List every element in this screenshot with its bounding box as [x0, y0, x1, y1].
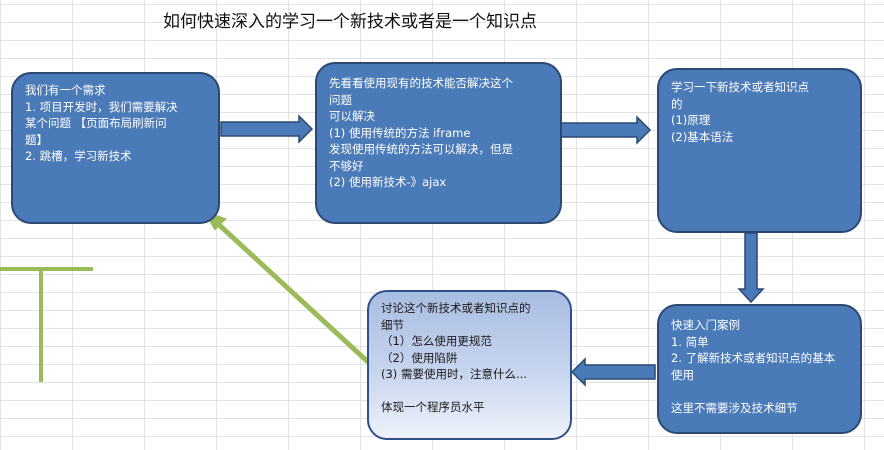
details-line-7: 体现一个程序员水平 [381, 400, 485, 414]
existing-line-6: 不够好 [329, 158, 364, 173]
learn-line-2: 的 [671, 96, 683, 111]
quickstart-line-3: 2. 了解新技术或者知识点的基本 [671, 351, 836, 365]
existing-line-5: 发现使用传统的方法可以解决，但是 [329, 142, 513, 156]
details-line-5: (3) 需要使用时，注意什么... [381, 367, 527, 381]
need-line-4: 题】 [25, 132, 48, 147]
learn-line-1: 学习一下新技术或者知识点 [671, 80, 809, 94]
learn-line-4: (2)基本语法 [671, 129, 734, 144]
learn-line-3: (1)原理 [671, 113, 711, 127]
learn-box: 学习一下新技术或者知识点 的 (1)原理 (2)基本语法 [657, 68, 862, 233]
existing-line-7: (2) 使用新技术-》ajax [329, 175, 447, 189]
need-line-3: 某个问题 【页面布局刷新问 [25, 116, 167, 130]
details-line-6 [381, 383, 558, 400]
details-line-4: （2）使用陷阱 [381, 350, 458, 365]
existing-tech-box: 先看看使用现有的技术能否解决这个 问题 可以解决 (1) 使用传统的方法 ifr… [315, 62, 562, 224]
need-line-5: 2. 跳槽，学习新技术 [25, 149, 132, 163]
need-line-1: 我们有一个需求 [25, 83, 106, 97]
quickstart-line-4: 使用 [671, 367, 694, 382]
feedback-arrow-shaft [214, 220, 370, 364]
quickstart-line-6: 这里不需要涉及技术细节 [671, 400, 798, 415]
page-title: 如何快速深入的学习一个新技术或者是一个知识点 [163, 12, 537, 32]
existing-line-3: 可以解决 [329, 109, 375, 123]
quickstart-line-5 [671, 383, 848, 400]
quickstart-line-2: 1. 简单 [671, 334, 709, 349]
arrow-learn-to-quickstart [737, 232, 765, 304]
details-box: 讨论这个新技术或者知识点的 细节 （1）怎么使用更规范 （2）使用陷阱 (3) … [367, 290, 572, 440]
quickstart-box: 快速入门案例 1. 简单 2. 了解新技术或者知识点的基本 使用 这里不需要涉及… [657, 304, 862, 434]
existing-line-2: 问题 [329, 92, 352, 107]
details-line-3: （1）怎么使用更规范 [381, 334, 492, 348]
details-line-2: 细节 [381, 317, 404, 332]
details-line-1: 讨论这个新技术或者知识点的 [381, 301, 531, 315]
arrow-quickstart-to-details [570, 357, 656, 387]
need-box: 我们有一个需求 1. 项目开发时，我们需要解决 某个问题 【页面布局刷新问 题】… [11, 72, 220, 224]
need-line-2: 1. 项目开发时，我们需要解决 [25, 99, 178, 114]
existing-line-4: (1) 使用传统的方法 iframe [329, 125, 471, 140]
arrow-existing-to-learn [559, 115, 652, 145]
arrow-need-to-existing [220, 114, 314, 144]
quickstart-line-1: 快速入门案例 [671, 318, 740, 332]
existing-line-1: 先看看使用现有的技术能否解决这个 [329, 76, 513, 90]
